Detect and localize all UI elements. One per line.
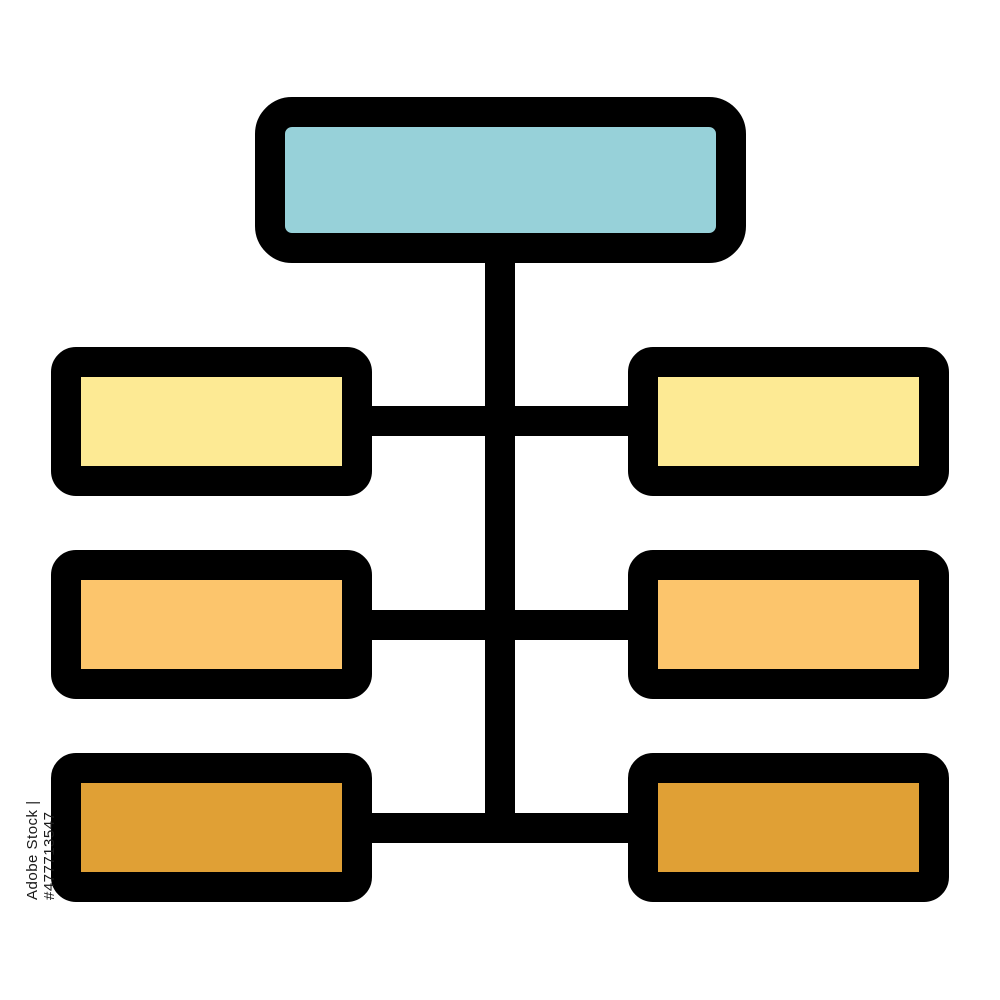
left-node-row-3: [51, 753, 372, 902]
top-node-box: [255, 97, 746, 263]
right-node-row-3: [628, 753, 949, 902]
right-node-row-2: [628, 550, 949, 699]
right-node-row-1: [628, 347, 949, 496]
left-node-row-2: [51, 550, 372, 699]
stock-id-label: Adobe Stock | #477713547: [24, 800, 58, 900]
connector-lines: [356, 250, 644, 843]
left-node-row-1: [51, 347, 372, 496]
